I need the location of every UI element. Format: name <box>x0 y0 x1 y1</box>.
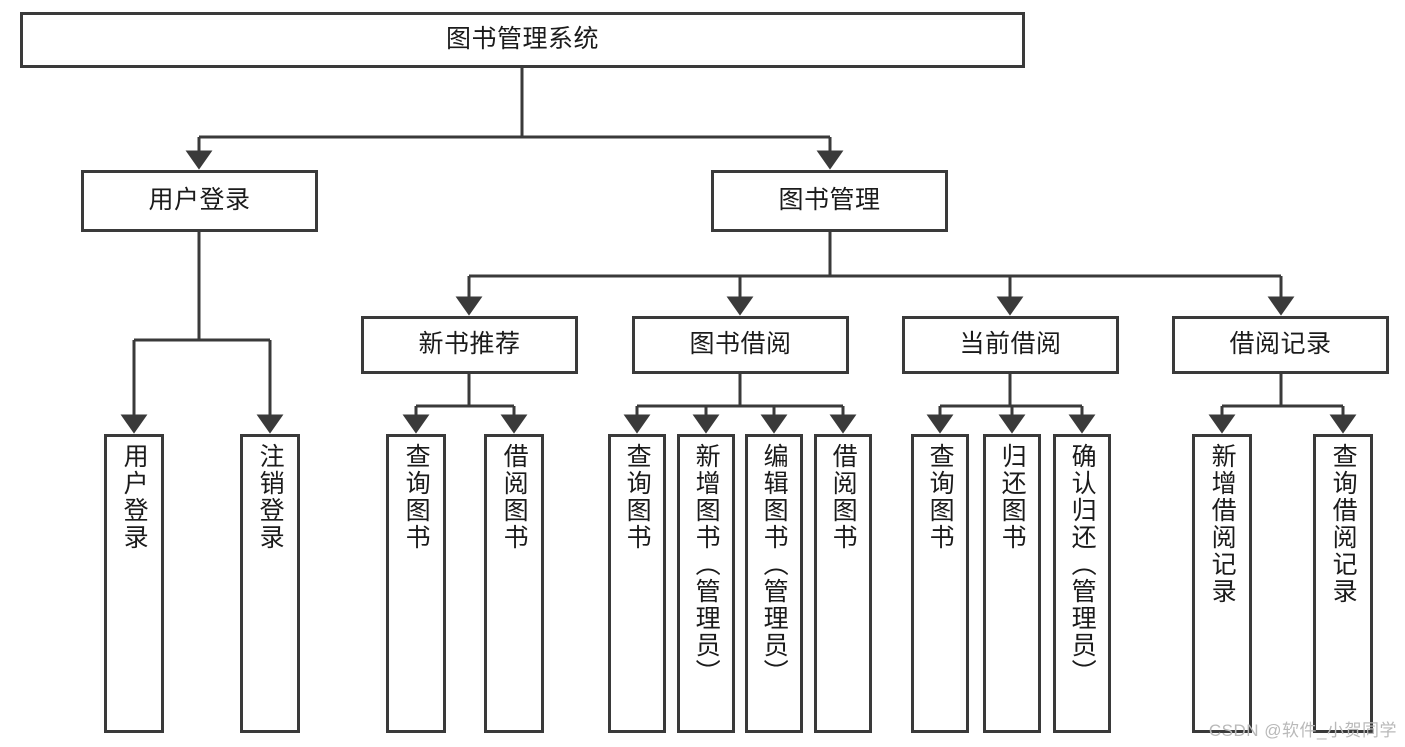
node-leaf-confirm-return-admin[interactable]: 确认归还（管理员） <box>1053 434 1111 733</box>
node-borrow-record[interactable]: 借阅记录 <box>1172 316 1389 374</box>
node-book-manage-label: 图书管理 <box>778 186 881 215</box>
node-leaf-borrow-book-1-label: 借阅图书 <box>500 443 529 551</box>
node-leaf-query-book-1[interactable]: 查询图书 <box>386 434 446 733</box>
node-leaf-borrow-book-2-label: 借阅图书 <box>829 443 858 551</box>
node-root[interactable]: 图书管理系统 <box>20 12 1025 68</box>
node-new-book-recommend-label: 新书推荐 <box>418 330 521 359</box>
node-leaf-query-borrow-record[interactable]: 查询借阅记录 <box>1313 434 1373 733</box>
node-leaf-return-book-label: 归还图书 <box>998 443 1027 551</box>
node-borrow-record-label: 借阅记录 <box>1229 330 1332 359</box>
node-book-borrow[interactable]: 图书借阅 <box>632 316 849 374</box>
node-leaf-user-login-label: 用户登录 <box>120 443 149 551</box>
node-leaf-query-book-3-label: 查询图书 <box>926 443 955 551</box>
node-leaf-user-login[interactable]: 用户登录 <box>104 434 164 733</box>
node-leaf-query-book-2-label: 查询图书 <box>623 443 652 551</box>
node-leaf-query-book-2[interactable]: 查询图书 <box>608 434 666 733</box>
node-leaf-logout-label: 注销登录 <box>256 443 285 551</box>
node-leaf-query-borrow-record-label: 查询借阅记录 <box>1329 443 1358 605</box>
node-leaf-borrow-book-1[interactable]: 借阅图书 <box>484 434 544 733</box>
node-leaf-add-book-admin[interactable]: 新增图书（管理员） <box>677 434 735 733</box>
node-leaf-confirm-return-admin-label: 确认归还（管理员） <box>1068 443 1097 686</box>
node-leaf-edit-book-admin[interactable]: 编辑图书（管理员） <box>745 434 803 733</box>
node-leaf-query-book-3[interactable]: 查询图书 <box>911 434 969 733</box>
node-current-borrow-label: 当前借阅 <box>959 330 1062 359</box>
node-user-login[interactable]: 用户登录 <box>81 170 318 232</box>
node-user-login-label: 用户登录 <box>148 186 251 215</box>
node-new-book-recommend[interactable]: 新书推荐 <box>361 316 578 374</box>
node-current-borrow[interactable]: 当前借阅 <box>902 316 1119 374</box>
node-leaf-return-book[interactable]: 归还图书 <box>983 434 1041 733</box>
node-leaf-add-book-admin-label: 新增图书（管理员） <box>692 443 721 686</box>
node-leaf-add-borrow-record-label: 新增借阅记录 <box>1208 443 1237 605</box>
node-leaf-edit-book-admin-label: 编辑图书（管理员） <box>760 443 789 686</box>
watermark-text: CSDN @软件_小贺同学 <box>1208 721 1397 740</box>
node-leaf-query-book-1-label: 查询图书 <box>402 443 431 551</box>
node-root-label: 图书管理系统 <box>445 25 599 54</box>
node-leaf-logout[interactable]: 注销登录 <box>240 434 300 733</box>
node-book-borrow-label: 图书借阅 <box>689 330 792 359</box>
node-book-manage[interactable]: 图书管理 <box>711 170 948 232</box>
node-leaf-add-borrow-record[interactable]: 新增借阅记录 <box>1192 434 1252 733</box>
node-leaf-borrow-book-2[interactable]: 借阅图书 <box>814 434 872 733</box>
